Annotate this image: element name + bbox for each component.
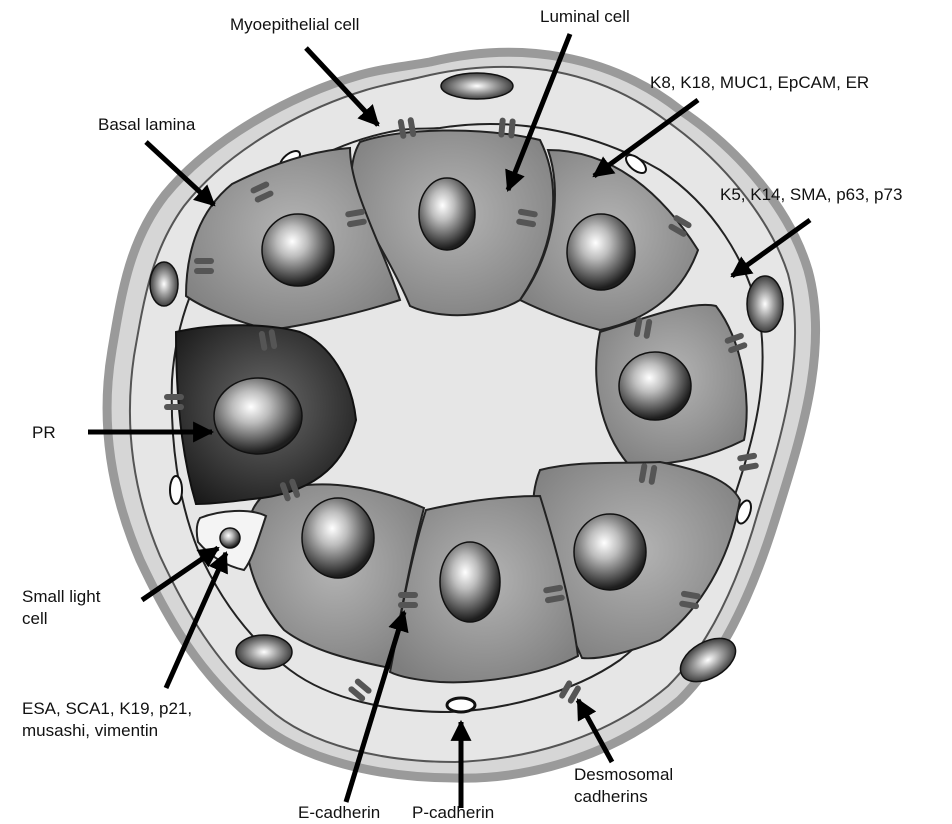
luminal-nucleus — [574, 514, 646, 590]
luminal-nucleus — [619, 352, 691, 420]
myo-nucleus — [441, 73, 513, 99]
luminal-nucleus — [262, 214, 334, 286]
label-p-cadherin: P-cadherin — [412, 803, 494, 822]
label-slc-markers-1: ESA, SCA1, K19, p21, — [22, 699, 192, 718]
label-pr: PR — [32, 423, 56, 442]
luminal-nucleus — [440, 542, 500, 622]
luminal-nucleus — [419, 178, 475, 250]
label-luminal-cell: Luminal cell — [540, 7, 630, 26]
myo-nucleus — [747, 276, 783, 332]
myo-nucleus — [236, 635, 292, 669]
label-desmosomal-2: cadherins — [574, 787, 648, 806]
p-cadherin-junction — [447, 698, 475, 712]
label-basal-lamina: Basal lamina — [98, 115, 196, 134]
myo-nucleus — [150, 262, 178, 306]
label-small-light-cell-2: cell — [22, 609, 48, 628]
label-myoepithelial-markers: K5, K14, SMA, p63, p73 — [720, 185, 902, 204]
luminal-nucleus — [214, 378, 302, 454]
small-light-cell-nucleus — [220, 528, 240, 548]
luminal-nucleus — [302, 498, 374, 578]
label-slc-markers-2: musashi, vimentin — [22, 721, 158, 740]
luminal-nucleus — [567, 214, 635, 290]
label-desmosomal-1: Desmosomal — [574, 765, 673, 784]
label-luminal-markers: K8, K18, MUC1, EpCAM, ER — [650, 73, 869, 92]
label-myoepithelial-cell: Myoepithelial cell — [230, 15, 359, 34]
label-e-cadherin: E-cadherin — [298, 803, 380, 822]
hemidesmosome — [170, 476, 182, 504]
label-small-light-cell-1: Small light — [22, 587, 101, 606]
